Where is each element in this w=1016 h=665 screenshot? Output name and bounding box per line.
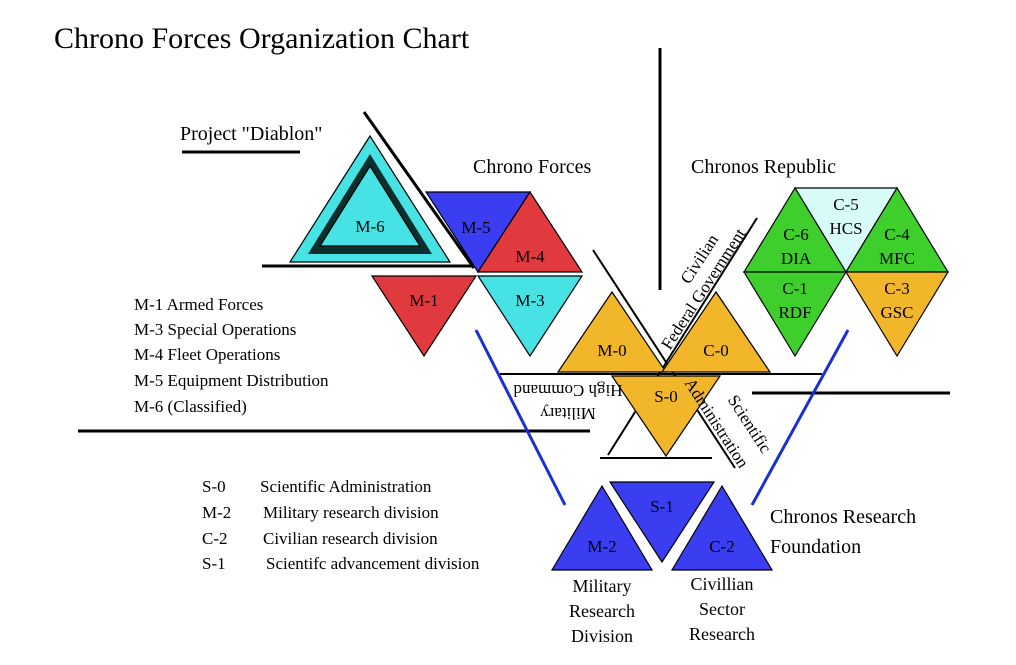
legend-code: M-2 — [202, 503, 231, 522]
civilian-research-caption-3: Research — [689, 624, 755, 644]
separator-diagonal-2 — [607, 217, 758, 456]
unit-s1-label: S-1 — [650, 497, 674, 516]
legend-desc: Military research division — [263, 503, 439, 522]
unit-m4-triangle — [476, 190, 584, 273]
unit-c3-abbr: GSC — [880, 303, 913, 322]
unit-c5-abbr: HCS — [829, 219, 862, 238]
unit-s0-triangle — [610, 375, 722, 458]
unit-m0-triangle — [556, 290, 668, 373]
civilian-research-caption-2: Sector — [699, 599, 745, 619]
chrono-forces-heading: Chrono Forces — [473, 156, 592, 178]
connector-chronos-republic — [750, 329, 850, 506]
unit-m4-label: M-4 — [515, 247, 545, 266]
unit-c1-triangle — [742, 271, 848, 358]
unit-c0-triangle — [660, 290, 772, 373]
unit-m5-label: M-5 — [461, 218, 490, 237]
research-foundation-heading-1: Chronos Research — [770, 506, 916, 528]
unit-s1-triangle — [608, 481, 716, 564]
unit-m6-inner-triangle — [318, 164, 422, 247]
unit-c6-label: C-6 — [783, 225, 809, 244]
unit-c1-abbr: RDF — [778, 303, 811, 322]
unit-c3-triangle — [844, 271, 950, 358]
unit-m3-label: M-3 — [515, 291, 544, 310]
unit-c2-label: C-2 — [709, 537, 735, 556]
legend-item: M-6 (Classified) — [134, 397, 247, 416]
legend-item: M-3 Special Operations — [134, 320, 296, 339]
unit-c4-label: C-4 — [884, 225, 910, 244]
branch-military-label: Military — [540, 404, 596, 423]
unit-s0-label: S-0 — [654, 387, 678, 406]
legend-code: S-1 — [202, 554, 226, 573]
project-diablon-heading: Project "Diablon" — [180, 123, 322, 145]
legend-item: M-1 Armed Forces — [134, 295, 263, 314]
unit-m2-triangle — [550, 484, 654, 571]
chart-title: Chrono Forces Organization Chart — [54, 22, 470, 55]
unit-c2-triangle — [670, 484, 774, 571]
unit-c4-abbr: MFC — [879, 249, 915, 268]
legend-desc: Civilian research division — [263, 529, 438, 548]
unit-m3-triangle — [476, 275, 584, 358]
connector-chrono-forces — [474, 329, 567, 506]
legend-item: M-5 Equipment Distribution — [134, 371, 329, 390]
research-foundation-heading-2: Foundation — [770, 536, 861, 558]
project-bracket-diagonal — [362, 111, 476, 269]
unit-m1-label: M-1 — [409, 291, 438, 310]
unit-m1-triangle — [370, 275, 478, 358]
unit-c0-label: C-0 — [703, 341, 729, 360]
unit-c5-label: C-5 — [833, 195, 859, 214]
legend-code: S-0 — [202, 477, 226, 496]
unit-c1-label: C-1 — [782, 279, 808, 298]
legend-desc: Scientifc advancement division — [266, 554, 480, 573]
military-research-caption-2: Research — [569, 601, 635, 621]
legend-item: M-4 Fleet Operations — [134, 345, 280, 364]
unit-m2-label: M-2 — [587, 537, 616, 556]
unit-m0-label: M-0 — [597, 341, 626, 360]
branch-high-command-label: High Command — [513, 381, 623, 400]
unit-c6-abbr: DIA — [781, 249, 812, 268]
chronos-republic-heading: Chronos Republic — [691, 156, 836, 178]
legend-code: C-2 — [202, 529, 228, 548]
unit-m6-label: M-6 — [355, 217, 384, 236]
military-research-caption-3: Division — [571, 626, 633, 646]
military-legend: M-1 Armed Forces M-3 Special Operations … — [134, 295, 329, 416]
civilian-research-caption-1: Civillian — [691, 574, 754, 594]
research-legend: S-0 Scientific Administration M-2 Milita… — [202, 477, 480, 573]
legend-desc: Scientific Administration — [260, 477, 432, 496]
separator-diagonal-1 — [592, 249, 736, 469]
military-research-caption-1: Military — [573, 576, 632, 596]
unit-c3-label: C-3 — [884, 279, 910, 298]
